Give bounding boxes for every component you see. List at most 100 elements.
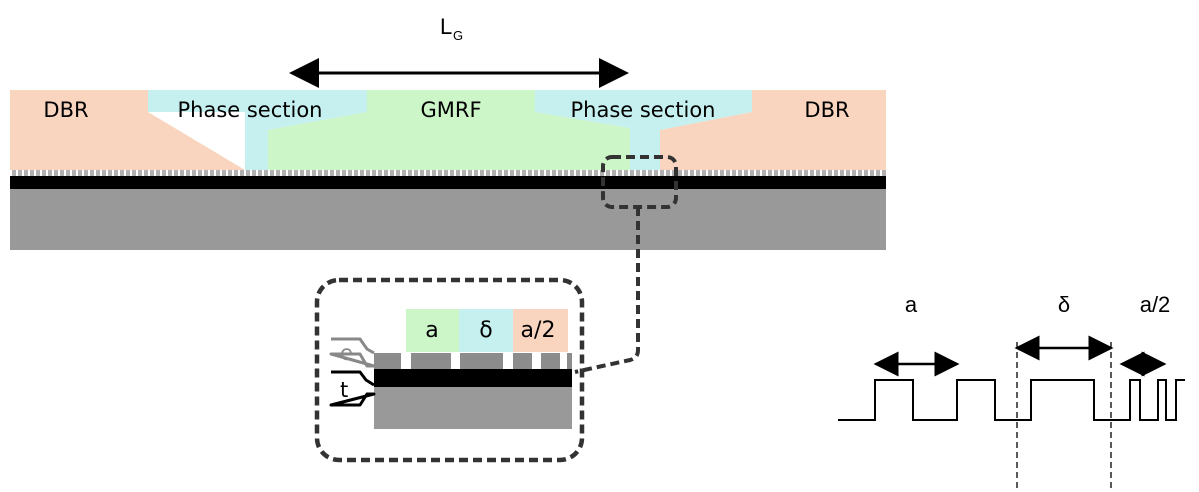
zoom-tooth xyxy=(513,353,532,369)
grating-gap xyxy=(736,170,738,176)
grating-gap xyxy=(640,170,642,176)
etch-depth-tag xyxy=(329,337,376,368)
grating-gap xyxy=(598,170,600,176)
phase-right-label: Phase section xyxy=(570,98,715,122)
grating-gap xyxy=(592,170,594,176)
grating-gap xyxy=(868,170,870,176)
grating-gap xyxy=(262,170,264,176)
grating-gap xyxy=(358,170,360,176)
grating-gap xyxy=(412,170,414,176)
grating-gap xyxy=(802,170,804,176)
dbr-left-region xyxy=(10,90,245,170)
grating-gap xyxy=(364,170,366,176)
grating-gap xyxy=(490,170,492,176)
section-regions xyxy=(10,90,886,170)
grating-gap xyxy=(130,170,132,176)
grating-gap xyxy=(850,170,852,176)
grating-gap xyxy=(514,170,516,176)
grating-gap xyxy=(832,170,834,176)
grating-gap xyxy=(550,170,552,176)
grating-gap xyxy=(418,170,420,176)
grating-gap xyxy=(178,170,180,176)
grating-gap xyxy=(652,170,654,176)
length-label-sub: G xyxy=(453,28,463,43)
grating-gap xyxy=(316,170,318,176)
etch-depth-label: e xyxy=(340,341,353,365)
grating-gap xyxy=(346,170,348,176)
profile-delta-label: δ xyxy=(1058,292,1070,317)
grating-gap xyxy=(124,170,126,176)
grating-gap xyxy=(814,170,816,176)
grating-gap xyxy=(310,170,312,176)
grating-gap xyxy=(700,170,702,176)
grating-gap xyxy=(22,170,24,176)
grating-gap xyxy=(112,170,114,176)
grating-gap xyxy=(472,170,474,176)
grating-gap xyxy=(52,170,54,176)
profile-half-label: a/2 xyxy=(1140,292,1171,317)
grating-gap xyxy=(220,170,222,176)
length-label-main: L xyxy=(440,14,452,39)
zoom-period-region xyxy=(406,309,459,352)
grating-gap xyxy=(766,170,768,176)
grating-gap xyxy=(10,170,12,176)
zoom-substrate xyxy=(374,387,572,429)
thickness-tag xyxy=(329,370,376,407)
phase-right-region xyxy=(535,90,752,170)
grating-ticks xyxy=(10,170,882,176)
zoom-connector xyxy=(574,207,640,374)
grating-gap xyxy=(754,170,756,176)
grating-gap xyxy=(862,170,864,176)
grating-gap xyxy=(544,170,546,176)
zoom-tooth xyxy=(374,353,401,369)
grating-gap xyxy=(478,170,480,176)
grating-gap xyxy=(430,170,432,176)
grating-gap xyxy=(718,170,720,176)
grating-gap xyxy=(442,170,444,176)
grating-gap xyxy=(448,170,450,176)
zoom-grating-teeth xyxy=(374,353,572,369)
grating-profile-line xyxy=(838,379,1185,421)
grating-gap xyxy=(268,170,270,176)
grating-gap xyxy=(280,170,282,176)
grating-gap xyxy=(250,170,252,176)
grating-gap xyxy=(388,170,390,176)
grating-gap xyxy=(436,170,438,176)
dbr-right-region xyxy=(660,90,886,170)
grating-gap xyxy=(322,170,324,176)
grating-gap xyxy=(340,170,342,176)
grating-gap xyxy=(400,170,402,176)
grating-gap xyxy=(586,170,588,176)
grating-gap xyxy=(460,170,462,176)
grating-gap xyxy=(760,170,762,176)
grating-gap xyxy=(790,170,792,176)
gmrf-region xyxy=(268,90,630,170)
grating-gap xyxy=(136,170,138,176)
grating-gap xyxy=(370,170,372,176)
grating-gap xyxy=(184,170,186,176)
grating-gap xyxy=(190,170,192,176)
grating-gap xyxy=(466,170,468,176)
grating-gap xyxy=(874,170,876,176)
dbr-left-label: DBR xyxy=(43,98,88,122)
grating-gap xyxy=(796,170,798,176)
grating-gap xyxy=(844,170,846,176)
grating-gap xyxy=(34,170,36,176)
grating-gap xyxy=(556,170,558,176)
grating-gap xyxy=(580,170,582,176)
gmrf-label: GMRF xyxy=(420,98,481,122)
grating-gap xyxy=(826,170,828,176)
grating-gap xyxy=(682,170,684,176)
waveguide-layer xyxy=(10,176,886,189)
zoom-tooth xyxy=(567,353,572,369)
grating-gap xyxy=(658,170,660,176)
grating-gap xyxy=(622,170,624,176)
grating-gap xyxy=(238,170,240,176)
grating-gap xyxy=(166,170,168,176)
grating-gap xyxy=(568,170,570,176)
grating-gap xyxy=(784,170,786,176)
grating-gap xyxy=(748,170,750,176)
grating-gap xyxy=(304,170,306,176)
phase-left-region xyxy=(148,90,367,170)
grating-gap xyxy=(838,170,840,176)
